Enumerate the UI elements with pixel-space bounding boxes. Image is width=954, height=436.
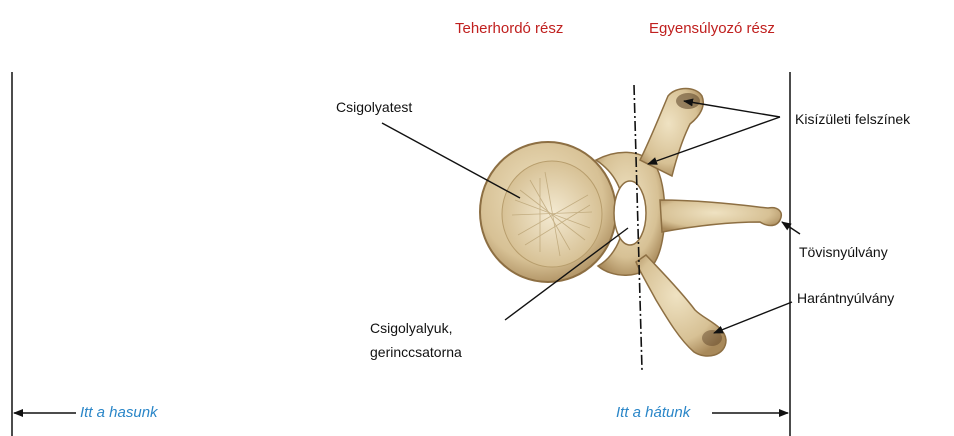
foramen-label-line1: Csigolyalyuk, — [370, 319, 452, 337]
spinous-process-label: Tövisnyúlvány — [799, 243, 888, 261]
load-bearing-heading: Teherhordó rész — [455, 20, 563, 38]
spinous-process — [660, 200, 781, 232]
vertebra-illustration — [480, 89, 781, 357]
body-pointer-line — [382, 123, 520, 198]
belly-direction-label: Itt a hasunk — [80, 404, 158, 422]
balancing-heading: Egyensúlyozó rész — [649, 20, 775, 38]
transverse-process-label: Harántnyúlvány — [797, 289, 894, 307]
vertebral-body-label: Csigolyatest — [336, 98, 412, 116]
foramen-label-line2: gerinccsatorna — [370, 343, 462, 361]
back-direction-label: Itt a hátunk — [616, 404, 690, 422]
transverse-arrow — [714, 302, 792, 333]
spinous-arrow — [782, 222, 800, 234]
articular-surfaces-label: Kisízületi felszínek — [795, 110, 910, 128]
